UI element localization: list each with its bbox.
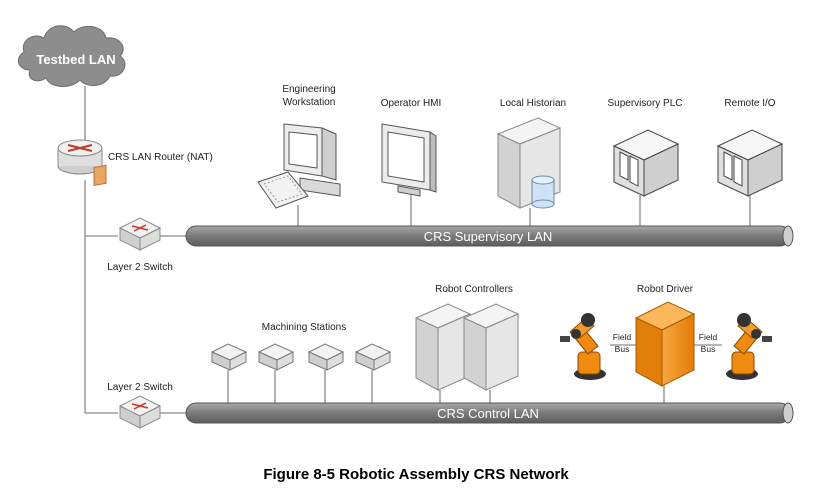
local-historian-label: Local Historian [500, 98, 566, 109]
field-bus-right-line2: Bus [701, 344, 716, 354]
switch-upper-label: Layer 2 Switch [107, 262, 173, 273]
switch-lower-label: Layer 2 Switch [107, 382, 173, 393]
router-icon [57, 139, 107, 187]
router-label: CRS LAN Router (NAT) [108, 152, 213, 163]
engineering-label-line1: Engineering [282, 84, 335, 95]
machining-stations-label: Machining Stations [262, 322, 347, 333]
control-lan-label: CRS Control LAN [437, 406, 539, 421]
monitor-icon [381, 123, 437, 197]
field-bus-left-line1: Field [613, 332, 632, 342]
supervisory-plc-label: Supervisory PLC [607, 98, 682, 109]
layer2-switch-lower-icon [118, 395, 162, 429]
engineering-label-line2: Workstation [283, 97, 336, 108]
robot-driver-server-icon [634, 301, 696, 387]
field-bus-right-line1: Field [699, 332, 718, 342]
machining-station-icon [210, 343, 248, 371]
remote-io-label: Remote I/O [724, 98, 775, 109]
remote-io-icon [716, 129, 784, 197]
robot-controllers-label: Robot Controllers [435, 284, 513, 295]
operator-hmi-label: Operator HMI [381, 98, 442, 109]
workstation-icon [257, 123, 341, 209]
historian-server-icon [496, 117, 562, 209]
layer2-switch-upper-icon [118, 217, 162, 251]
connection-lines [84, 86, 751, 414]
machining-station-icon [354, 343, 392, 371]
robot-controller-server-icon [462, 303, 520, 391]
robot-controller-server-icon [414, 303, 472, 391]
field-bus-left-line2: Bus [615, 344, 630, 354]
machining-station-icon [307, 343, 345, 371]
machining-station-icon [257, 343, 295, 371]
figure-caption: Figure 8-5 Robotic Assembly CRS Network [263, 466, 569, 483]
robot-arm-icon [560, 313, 606, 380]
robot-arm-icon [726, 313, 772, 380]
control-lan-bus [185, 402, 794, 424]
plc-icon [612, 129, 680, 197]
testbed-lan-cloud-icon [17, 25, 126, 87]
robot-driver-label: Robot Driver [637, 284, 694, 295]
supervisory-lan-bus [185, 225, 794, 247]
supervisory-lan-label: CRS Supervisory LAN [424, 229, 553, 244]
testbed-lan-label: Testbed LAN [36, 52, 115, 67]
